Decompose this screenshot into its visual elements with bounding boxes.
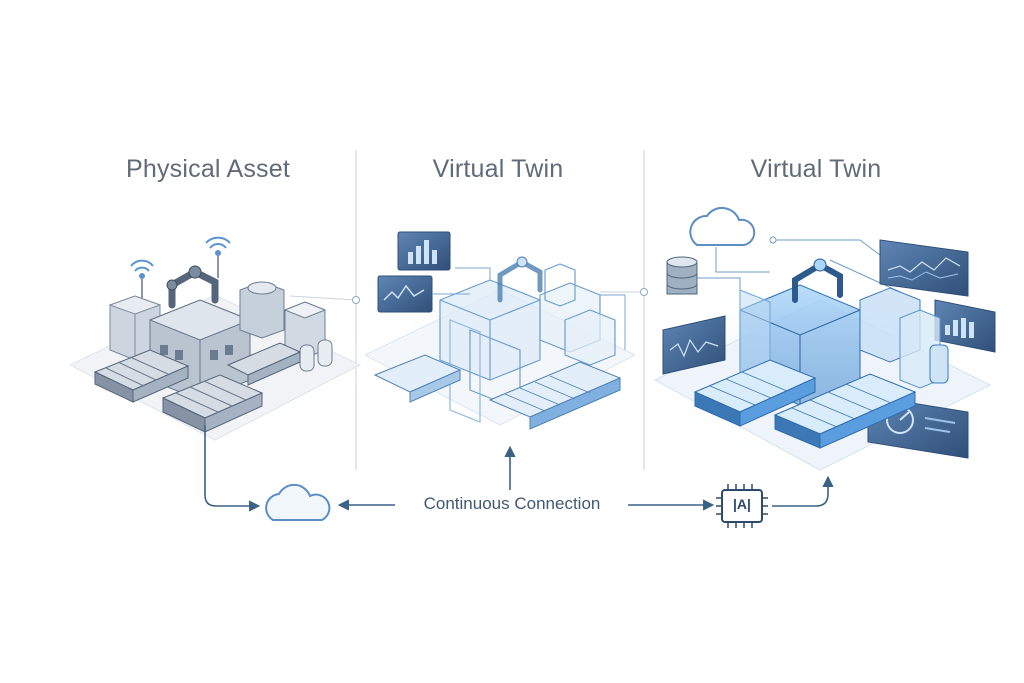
virtual-twin-live-illustration (645, 206, 996, 471)
continuous-connection-label: Continuous Connection (423, 494, 601, 513)
virtual-twin-live-title: Virtual Twin (750, 155, 882, 183)
cloud-icon (265, 483, 331, 521)
virtual-twin-title: Virtual Twin (432, 155, 564, 183)
physical-asset-title: Physical Asset (126, 155, 290, 183)
chart-icon (879, 239, 969, 297)
chart-icon (377, 275, 433, 313)
wifi-icon (205, 236, 231, 278)
panel-link (289, 295, 357, 301)
chart-icon (662, 315, 726, 375)
cloud-icon (689, 206, 756, 246)
wifi-icon (130, 259, 154, 298)
panel-link-node (352, 296, 360, 304)
physical-to-cloud-arrow (204, 425, 261, 512)
virtual-twin-illustration (355, 231, 645, 433)
ai-chip-label: |A| (733, 496, 751, 512)
panel-link-node (640, 288, 648, 296)
physical-asset-illustration (60, 236, 370, 445)
chart-icon (397, 231, 451, 271)
ai-chip-icon (716, 484, 768, 528)
database-icon (666, 256, 698, 295)
ai-to-twin-arrow (772, 475, 834, 507)
